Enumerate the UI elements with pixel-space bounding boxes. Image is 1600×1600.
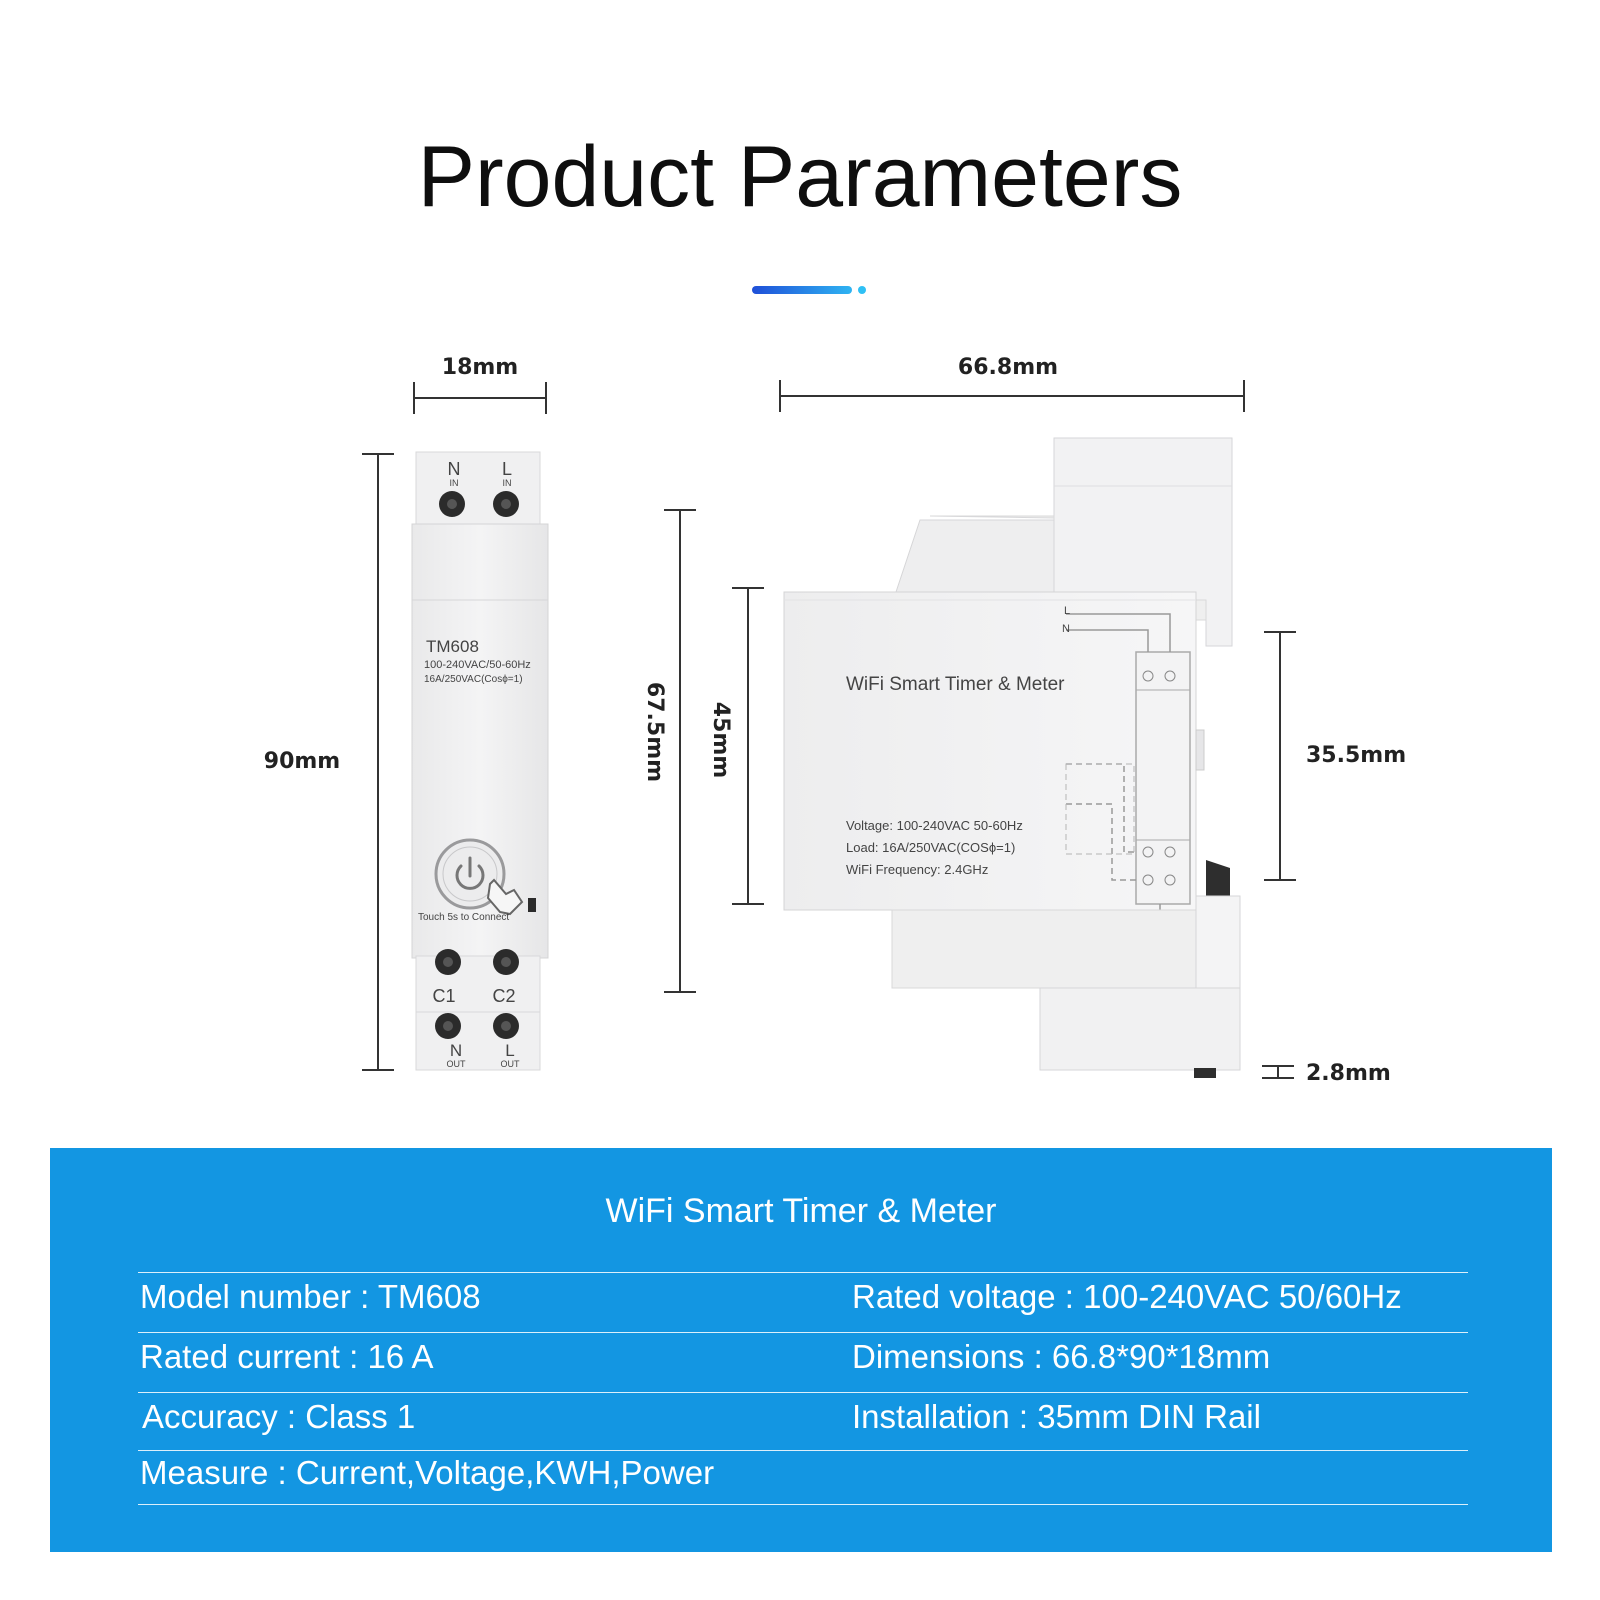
- touch-hint-label: Touch 5s to Connect: [418, 912, 509, 923]
- spec-divider: [138, 1332, 1468, 1333]
- terminal-c1-label: C1: [432, 986, 455, 1006]
- front-rating-line1: 100-240VAC/50-60Hz: [424, 659, 531, 671]
- terminal-n-out-label: N: [450, 1041, 462, 1060]
- terminal-c2-label: C2: [492, 986, 515, 1006]
- dimension-rail-offset: [1262, 1065, 1294, 1079]
- spec-divider: [138, 1392, 1468, 1393]
- spec-accuracy: Accuracy : Class 1: [142, 1398, 416, 1435]
- spec-divider: [138, 1272, 1468, 1273]
- dimension-side-module-height: [1264, 631, 1296, 881]
- side-label-title: WiFi Smart Timer & Meter: [846, 674, 1065, 695]
- spec-dimensions: Dimensions : 66.8*90*18mm: [852, 1338, 1271, 1375]
- dimension-side-face-height: [732, 587, 764, 905]
- front-rating-line2: 16A/250VAC(Cosϕ=1): [424, 674, 523, 685]
- dimension-front-height: [362, 453, 394, 1071]
- product-drawing: 18mm 90mm N IN L IN TM608 100-240VAC/50-…: [264, 355, 1406, 1086]
- dimension-front-height-label: 90mm: [264, 749, 340, 774]
- spec-panel: WiFi Smart Timer & Meter Model number : …: [50, 1148, 1552, 1552]
- terminal-l-in-sub: IN: [503, 478, 512, 488]
- dimension-side-module-height-label: 35.5mm: [1306, 743, 1406, 768]
- dimension-rail-offset-label: 2.8mm: [1306, 1061, 1391, 1086]
- hand-pointer-icon: [486, 878, 524, 916]
- dimension-side-width-label: 66.8mm: [958, 355, 1058, 380]
- terminal-n-out-sub: OUT: [447, 1059, 467, 1069]
- terminal-l-out-label: L: [505, 1041, 514, 1060]
- spec-rated-current: Rated current : 16 A: [140, 1338, 434, 1375]
- title-accent-dot: [858, 286, 866, 294]
- side-spec-voltage: Voltage: 100-240VAC 50-60Hz: [846, 818, 1023, 833]
- spec-divider: [138, 1450, 1468, 1451]
- status-led: [528, 898, 536, 912]
- spec-installation: Installation : 35mm DIN Rail: [852, 1398, 1261, 1435]
- dimension-side-width: [779, 380, 1245, 412]
- terminal-n-in-label: N: [448, 459, 461, 479]
- dimension-front-width: [413, 382, 547, 414]
- bottom-screws: [435, 949, 519, 1039]
- dimension-side-body-height-label: 67.5mm: [642, 682, 667, 782]
- dimension-side-face-height-label: 45mm: [708, 702, 733, 778]
- terminal-l-out-sub: OUT: [501, 1059, 521, 1069]
- page-title: Product Parameters: [417, 129, 1183, 225]
- spec-panel-title: WiFi Smart Timer & Meter: [605, 1192, 997, 1230]
- terminal-n-in-sub: IN: [450, 478, 459, 488]
- terminal-l-in-label: L: [502, 459, 512, 479]
- side-device: [783, 437, 1241, 1078]
- side-spec-load: Load: 16A/250VAC(COSϕ=1): [846, 840, 1015, 855]
- title-accent-bar: [752, 286, 852, 294]
- dimension-front-width-label: 18mm: [442, 355, 518, 380]
- side-spec-wifi: WiFi Frequency: 2.4GHz: [846, 862, 988, 877]
- spec-divider: [138, 1504, 1468, 1505]
- power-icon: [455, 856, 485, 890]
- wire-l-label: L: [1064, 605, 1070, 617]
- front-device: [411, 451, 549, 1071]
- spec-measure: Measure : Current,Voltage,KWH,Power: [140, 1454, 715, 1491]
- wire-n-label: N: [1062, 623, 1070, 635]
- spec-model-number: Model number : TM608: [140, 1278, 481, 1315]
- dimension-side-body-height: [664, 509, 696, 993]
- front-model-label: TM608: [426, 637, 479, 656]
- spec-rated-voltage: Rated voltage : 100-240VAC 50/60Hz: [852, 1278, 1402, 1315]
